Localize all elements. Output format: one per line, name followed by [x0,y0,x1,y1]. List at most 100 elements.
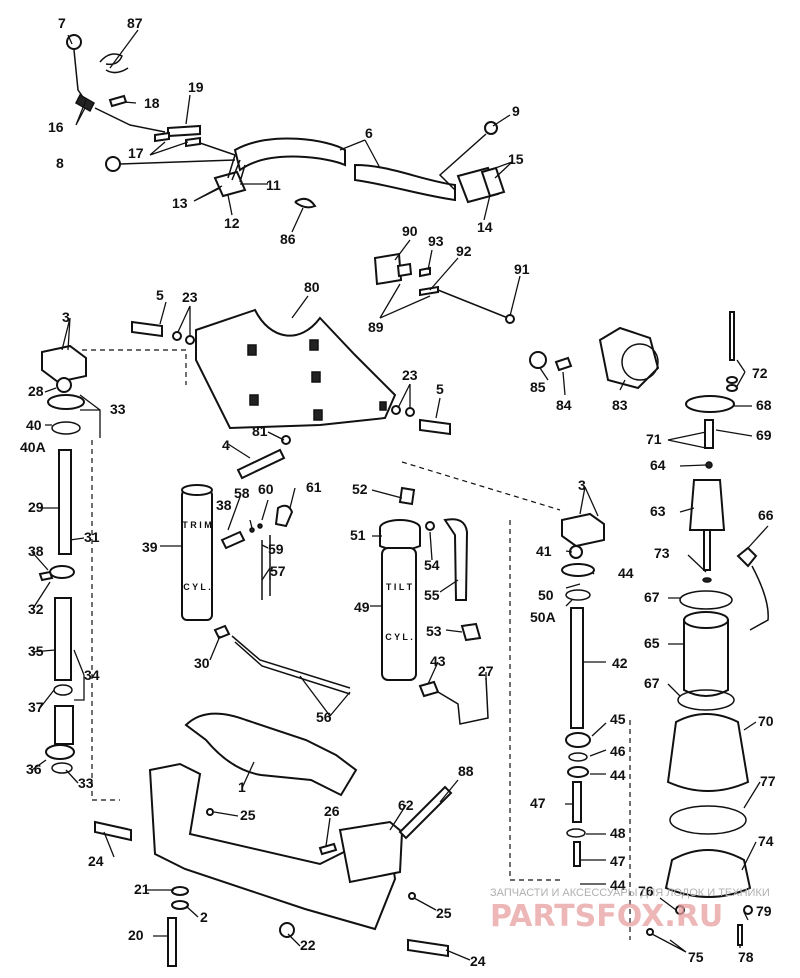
label-62: 62 [398,797,414,813]
washer-23a [172,331,182,341]
lead-wire-8 [119,159,236,165]
label-50A: 50A [530,609,556,625]
ring-terminal-9 [484,121,498,135]
base-bracket [94,712,453,967]
label-53: 53 [426,623,442,639]
plug-79 [743,905,753,915]
label-90: 90 [402,223,418,239]
bracket-80 [195,308,397,430]
label-24: 24 [88,853,104,869]
label-28: 28 [28,383,44,399]
label-51: 51 [350,527,366,543]
label-29: 29 [28,499,44,515]
label-79: 79 [756,903,772,919]
wire-17 [199,142,236,156]
connector-66 [736,546,758,568]
label-76: 76 [638,883,654,899]
hose-55 [443,518,469,601]
label-46: 46 [610,743,626,759]
cylinder-39 [181,489,213,621]
label-22: 22 [300,937,316,953]
screw-72 [729,311,735,361]
bushing-36 [45,744,75,760]
oring-77 [669,805,747,835]
label-71: 71 [646,431,662,447]
screw-26 [318,842,338,856]
ring-48 [566,828,586,838]
tilt-cylinder: T I L T C Y L . [379,486,489,725]
trim-cylinder: T R I M C Y L . [181,484,351,695]
bushing-3-left [41,344,87,384]
gauge-face [621,343,659,381]
label-20: 20 [128,927,144,943]
washer-54 [425,521,435,531]
label-39: 39 [142,539,158,555]
label-44: 44 [618,565,634,581]
label-72: 72 [752,365,768,381]
wiring-harness [66,34,506,209]
label-73: 73 [654,545,670,561]
label-37: 37 [28,699,44,715]
label-75: 75 [688,949,704,965]
washer-37 [53,684,73,696]
label-83: 83 [612,397,628,413]
leader-lines [31,29,769,961]
bolt-20 [167,917,177,967]
label-17: 17 [128,145,144,161]
washer-23b [185,335,195,345]
label-12: 12 [224,215,240,231]
label-43: 43 [430,653,446,669]
line-27 [437,677,489,725]
elbow-61 [274,504,294,528]
label-59: 59 [268,541,284,557]
label-34: 34 [84,667,100,683]
nut-22 [279,922,295,938]
seal-33 [51,762,73,774]
label-7: 7 [58,15,66,31]
ring-terminal-8 [105,156,121,172]
label-86: 86 [280,231,296,247]
label-35: 35 [28,643,44,659]
oring-40a [51,421,81,435]
label-6: 6 [365,125,373,141]
label-9: 9 [512,103,520,119]
seal-50 [561,563,595,577]
bearing-64 [705,461,713,469]
bracket-62-block [338,820,404,884]
bushing-45 [565,732,591,748]
sleeve-19 [167,124,201,138]
pin-47 [572,781,582,823]
label-41: 41 [536,543,552,559]
label-74: 74 [758,833,774,849]
oring-67b [677,689,735,711]
label-4: 4 [222,437,230,453]
label-14: 14 [477,219,493,235]
bracket-slots [247,339,387,421]
connector-92 [419,285,439,297]
brush-69 [704,419,714,449]
oring-50a [565,589,591,601]
washer-2 [171,900,189,910]
label-67b: 67 [644,675,660,691]
harness-sleeve-6b [354,163,456,202]
label-47b: 47 [610,853,626,869]
terminal-91 [505,314,515,324]
harness-sleeve-6a [233,137,346,172]
pump-74 [664,849,752,898]
wire-16 [94,107,166,133]
wires-11 [227,154,246,183]
label-63: 63 [650,503,666,519]
lead-wire-9 [438,133,487,191]
label-66: 66 [758,507,774,523]
trim-cyl-text: T R I M [182,520,212,530]
bushing-3-right [561,512,605,548]
label-78: 78 [738,949,754,965]
sender-90 [373,252,403,286]
label-26: 26 [324,803,340,819]
label-38: 38 [28,543,44,559]
bracket-52 [398,486,416,506]
label-47: 47 [530,795,546,811]
fitting-30 [213,624,231,640]
armature-63 [688,479,726,531]
label-77: 77 [760,773,776,789]
